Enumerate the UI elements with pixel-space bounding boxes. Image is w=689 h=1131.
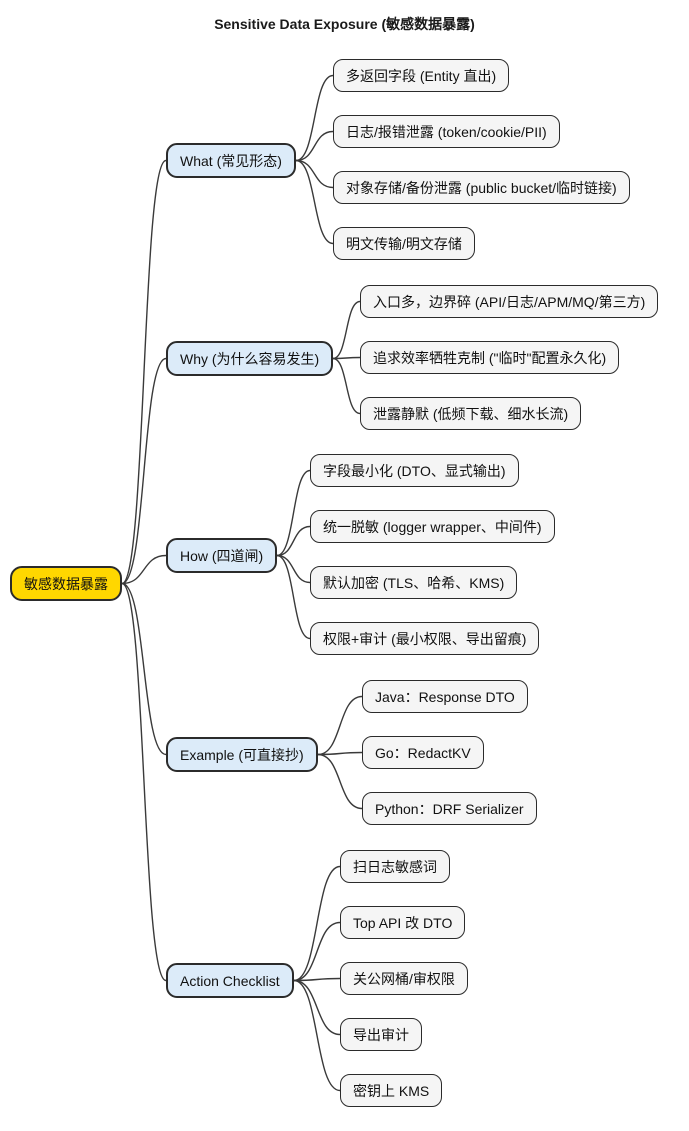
leaf-node-action-2[interactable]: Top API 改 DTO [340, 906, 466, 939]
branch-node-example[interactable]: Example (可直接抄) [166, 737, 318, 772]
leaf-node-what-4[interactable]: 明文传输/明文存储 [333, 227, 475, 260]
leaf-node-why-2[interactable]: 追求效率牺牲克制 ("临时"配置永久化) [360, 341, 620, 374]
root-node[interactable]: 敏感数据暴露 [10, 566, 122, 601]
leaf-node-what-2[interactable]: 日志/报错泄露 (token/cookie/PII) [333, 115, 560, 148]
leaf-node-example-3[interactable]: Python：DRF Serializer [362, 792, 537, 825]
leaf-node-how-4[interactable]: 权限+审计 (最小权限、导出留痕) [310, 622, 540, 655]
leaf-node-how-2[interactable]: 统一脱敏 (logger wrapper、中间件) [310, 510, 555, 543]
leaf-node-why-3[interactable]: 泄露静默 (低频下载、细水长流) [360, 397, 582, 430]
branch-node-why[interactable]: Why (为什么容易发生) [166, 341, 334, 376]
leaf-node-action-4[interactable]: 导出审计 [340, 1018, 422, 1051]
leaf-node-what-3[interactable]: 对象存储/备份泄露 (public bucket/临时链接) [333, 171, 630, 204]
branch-node-action-checklist[interactable]: Action Checklist [166, 963, 294, 998]
branch-node-what[interactable]: What (常见形态) [166, 143, 296, 178]
leaf-node-action-5[interactable]: 密钥上 KMS [340, 1074, 443, 1107]
leaf-node-how-1[interactable]: 字段最小化 (DTO、显式输出) [310, 454, 519, 487]
mindmap-title: Sensitive Data Exposure (敏感数据暴露) [214, 16, 475, 32]
leaf-node-example-2[interactable]: Go：RedactKV [362, 736, 484, 769]
branch-node-how[interactable]: How (四道闸) [166, 538, 278, 573]
leaf-node-how-3[interactable]: 默认加密 (TLS、哈希、KMS) [310, 566, 518, 599]
leaf-node-why-1[interactable]: 入口多，边界碎 (API/日志/APM/MQ/第三方) [360, 285, 659, 318]
leaf-node-action-3[interactable]: 关公网桶/审权限 [340, 962, 468, 995]
leaf-node-action-1[interactable]: 扫日志敏感词 [340, 850, 450, 883]
leaf-node-what-1[interactable]: 多返回字段 (Entity 直出) [333, 59, 510, 92]
leaf-node-example-1[interactable]: Java：Response DTO [362, 680, 528, 713]
